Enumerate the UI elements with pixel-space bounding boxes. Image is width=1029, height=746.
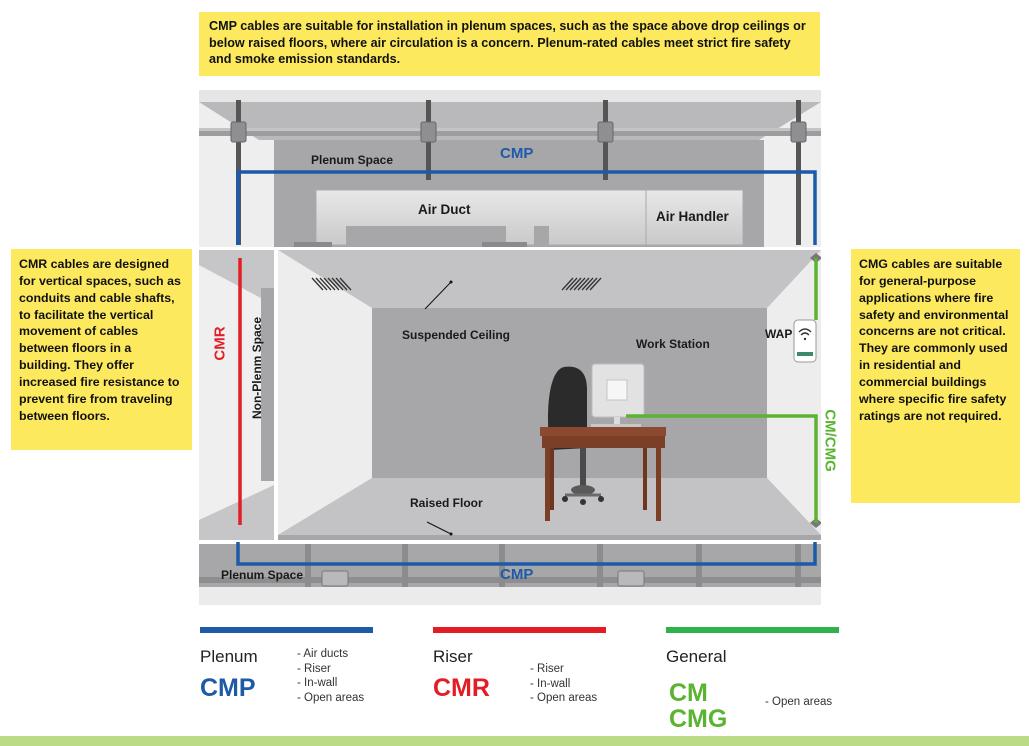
- shaft-floor: [199, 485, 274, 540]
- air-handler-shape: [645, 189, 744, 246]
- desk-top: [540, 427, 666, 436]
- raised-floor-label: Raised Floor: [410, 496, 483, 510]
- raised-floor-pointer: [426, 521, 452, 535]
- suspended-ceiling-surface: [278, 250, 821, 308]
- shaft-back: [261, 288, 274, 481]
- lower-slab: [199, 587, 821, 605]
- shaft-divider: [274, 250, 278, 540]
- lower-pipe-clamp: [617, 570, 645, 587]
- desk-leg: [545, 436, 550, 521]
- keyboard: [591, 424, 641, 428]
- wap-status-strip: [797, 352, 813, 356]
- lower-cmp-label: CMP: [500, 566, 534, 583]
- legend-plenum-color-bar: [200, 627, 373, 633]
- legend-general-code: CM CMG: [669, 680, 727, 733]
- lower-plenum-space-label: Plenum Space: [221, 568, 304, 582]
- pipe-clamp: [790, 121, 807, 143]
- work-station-label: Work Station: [636, 337, 710, 351]
- diagram-artwork: [199, 90, 821, 605]
- air-duct-label: Air Duct: [418, 202, 471, 217]
- legend-use-item: - Open areas: [297, 692, 365, 705]
- room-left-wall: [278, 250, 372, 535]
- upper-cmp-cable: [236, 170, 817, 245]
- wap-device: [793, 319, 817, 363]
- floor-divider-lower: [199, 540, 821, 544]
- legend-riser-code: CMR: [433, 674, 490, 702]
- cmp-info-note: CMP cables are suitable for installation…: [199, 12, 820, 76]
- cmcmg-cable-label: CM/CMG: [821, 409, 839, 472]
- legend-general-code-cm: CM: [669, 679, 708, 707]
- suspended-ceiling-pointer: [424, 281, 452, 310]
- building-cross-section-diagram: Plenum Space CMP Air Duct Air Handler Su…: [199, 90, 839, 605]
- legend-plenum-uses: - Air ducts - Riser - In-wall - Open are…: [297, 647, 364, 706]
- desk-apron: [542, 436, 665, 448]
- legend-use-item: - Riser: [530, 663, 564, 675]
- monitor-stand: [614, 417, 620, 426]
- footer-band: [0, 736, 1029, 746]
- pipe-clamp: [420, 121, 437, 143]
- upper-cmp-label: CMP: [500, 145, 534, 162]
- ceiling-slab: [199, 90, 821, 102]
- legend-riser-uses: - Riser - In-wall - Open areas: [530, 662, 597, 706]
- legend-general-title: General: [666, 647, 727, 666]
- legend-use-item: - In-wall: [297, 677, 338, 690]
- duct-cutout: [534, 226, 549, 246]
- chair-stem: [580, 448, 586, 488]
- lower-pipe: [199, 577, 821, 583]
- duct-vent-left: [294, 242, 332, 248]
- legend-general-code-cmg: CMG: [669, 705, 728, 734]
- duct-cutout: [346, 226, 506, 246]
- legend-general-uses: - Open areas: [765, 695, 832, 710]
- non-plenum-space-label: Non-Plenm Space: [250, 316, 264, 420]
- legend-riser-color-bar: [433, 627, 606, 633]
- wap-label: WAP: [765, 327, 793, 341]
- lower-pipe-clamp: [321, 570, 349, 587]
- floor-divider: [199, 247, 821, 250]
- legend-use-item: - In-wall: [530, 677, 571, 690]
- legend-use-item: - Riser: [297, 662, 331, 675]
- cmcmg-cable: [626, 258, 818, 523]
- desk-leg: [643, 448, 647, 510]
- desk-leg: [550, 448, 554, 510]
- ceiling-vents: [311, 277, 602, 291]
- lower-cmp-cable: [236, 542, 817, 566]
- legend-riser-title: Riser: [433, 647, 473, 666]
- pipe-clamp: [597, 121, 614, 143]
- cmr-info-note: CMR cables are designed for vertical spa…: [11, 249, 192, 450]
- upper-plenum-space-label: Plenum Space: [311, 153, 394, 167]
- legend-use-item: - Open areas: [765, 696, 833, 708]
- legend-general-color-bar: [666, 627, 839, 633]
- support-pipe: [199, 128, 821, 136]
- suspended-ceiling-label: Suspended Ceiling: [402, 328, 511, 342]
- air-handler-label: Air Handler: [656, 209, 729, 224]
- duct-vent-right: [482, 242, 527, 248]
- pipe-clamps: [230, 121, 807, 143]
- legend-plenum-code: CMP: [200, 674, 256, 702]
- monitor-screen: [606, 379, 628, 401]
- pipe-clamp: [230, 121, 247, 143]
- support-pipe-highlight: [199, 128, 821, 131]
- legend-use-item: - Air ducts: [297, 648, 349, 660]
- cmg-info-note: CMG cables are suitable for general-purp…: [851, 249, 1020, 503]
- shaft-ceiling: [199, 250, 274, 305]
- chair-hub: [571, 485, 595, 495]
- desk-leg: [656, 436, 661, 521]
- cmr-cable-label: CMR: [211, 326, 229, 361]
- legend-plenum-title: Plenum: [200, 647, 258, 666]
- legend-use-item: - Open areas: [530, 692, 598, 705]
